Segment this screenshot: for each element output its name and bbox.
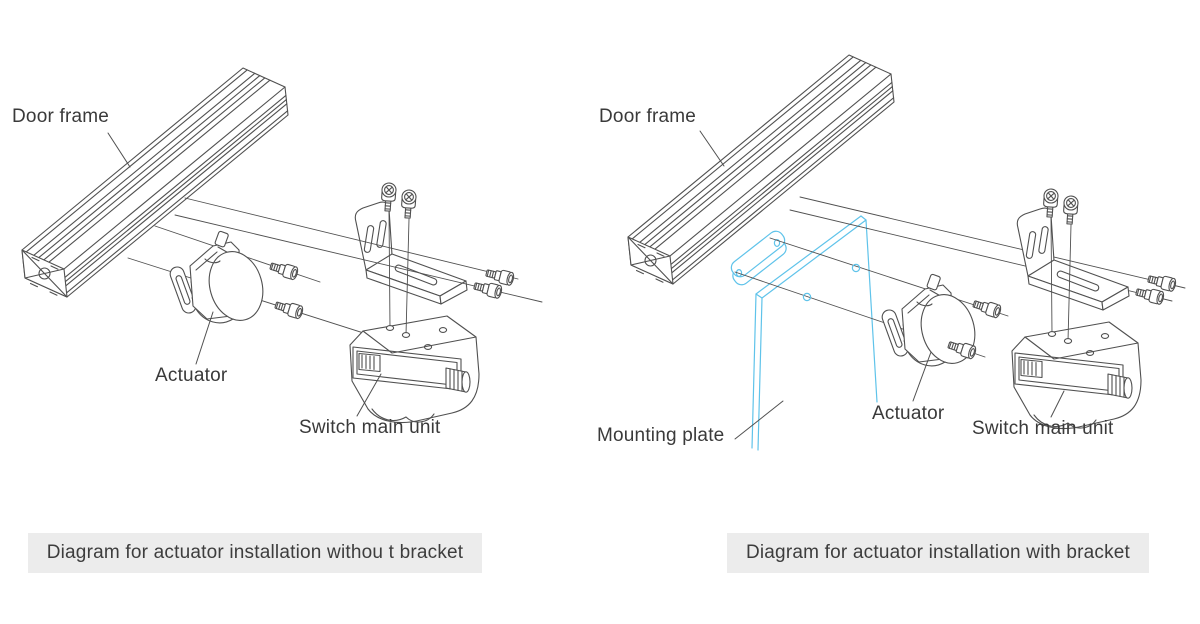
screw-icon bbox=[273, 298, 305, 320]
diagram-with-bracket bbox=[627, 54, 1185, 450]
actuator-drawing-left bbox=[167, 230, 272, 328]
switch-main-unit-label-left: Switch main unit bbox=[299, 417, 441, 438]
leader-lines-left bbox=[108, 133, 381, 416]
door-frame-label-left: Door frame bbox=[12, 106, 110, 127]
caption-with-bracket: Diagram for actuator installation with b… bbox=[727, 533, 1149, 573]
mounting-plate-holes bbox=[803, 264, 859, 300]
switch-main-unit-drawing-right bbox=[1011, 321, 1142, 430]
diagram-without-bracket bbox=[21, 67, 542, 424]
screw-icon bbox=[484, 265, 516, 287]
switch-main-unit-drawing-left bbox=[349, 315, 480, 424]
screw-icon bbox=[971, 296, 1003, 320]
caption-without-bracket: Diagram for actuator installation withou… bbox=[28, 533, 482, 573]
screw-icon bbox=[1062, 194, 1080, 225]
screw-icon bbox=[1146, 271, 1178, 293]
leader-lines-right bbox=[700, 131, 1064, 439]
actuator-label-left: Actuator bbox=[155, 365, 228, 386]
bracket-drawing-right bbox=[1016, 207, 1130, 311]
actuator-label-right: Actuator bbox=[872, 403, 945, 424]
mounting-plate-drawing bbox=[728, 216, 877, 450]
screw-icon bbox=[268, 259, 300, 281]
switch-main-unit-label-right: Switch main unit bbox=[972, 418, 1114, 439]
screw-icon bbox=[472, 278, 504, 300]
screw-icon bbox=[1134, 284, 1166, 306]
screw-axes-left bbox=[389, 212, 409, 335]
screw-icon bbox=[400, 188, 418, 219]
screw-axes-right bbox=[1051, 218, 1071, 341]
door-frame-label-right: Door frame bbox=[599, 106, 697, 127]
mounting-plate-label-right: Mounting plate bbox=[597, 425, 725, 446]
